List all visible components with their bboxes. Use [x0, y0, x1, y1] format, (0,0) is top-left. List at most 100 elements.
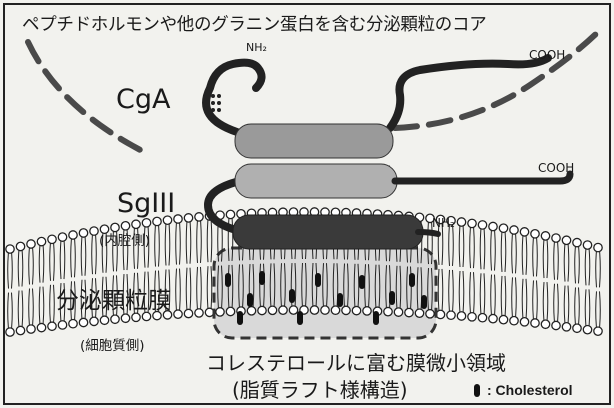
cholesterol-icon	[337, 293, 343, 307]
lipid-head	[552, 234, 560, 242]
lipid-tail	[207, 266, 212, 308]
lipid-head	[531, 230, 539, 238]
lipid-head	[573, 324, 581, 332]
lipid-tail	[449, 270, 454, 311]
lipid-head	[121, 222, 129, 230]
lipid-tail	[18, 250, 23, 286]
lipid-head	[184, 214, 192, 222]
lipid-tail	[81, 237, 86, 276]
cholesterol-legend-label: : Cholesterol	[487, 383, 573, 397]
lipid-tail	[449, 225, 454, 266]
lipid-head	[6, 328, 14, 336]
lipid-head	[258, 306, 266, 314]
sgiii-n-terminal-chain	[418, 232, 438, 234]
lipid-tail	[8, 253, 13, 289]
cholesterol-icon	[409, 273, 415, 287]
lipid-tail	[491, 275, 496, 315]
lipid-tail	[575, 287, 580, 324]
lipid-head	[583, 241, 591, 249]
lipid-head	[58, 321, 66, 329]
cholesterol-icon	[359, 275, 365, 289]
lipid-tail	[197, 221, 202, 263]
lipid-head	[594, 243, 602, 251]
lipid-head	[79, 318, 87, 326]
cholesterol-legend-icon	[474, 384, 480, 397]
lipid-head	[184, 309, 192, 317]
lipid-tail	[186, 268, 191, 310]
lipid-tail	[186, 222, 191, 264]
lipid-head	[583, 325, 591, 333]
lipid-tail	[459, 271, 464, 312]
lipid-head	[510, 226, 518, 234]
lipid-head	[573, 238, 581, 246]
lipid-tail	[438, 269, 443, 310]
lipid-raft-region	[214, 248, 436, 338]
lipid-tail	[596, 291, 601, 327]
cytoplasm-side-label: (細胞質側)	[80, 340, 145, 354]
cholesterol-icon	[225, 273, 231, 287]
lipid-head	[111, 315, 119, 323]
lipid-tail	[459, 226, 464, 267]
granule-core-outline-right	[395, 30, 600, 128]
lipid-tail	[596, 252, 601, 288]
lipid-tail	[501, 276, 506, 316]
lipid-head	[58, 233, 66, 241]
lipid-head	[468, 313, 476, 321]
lipid-head	[489, 314, 497, 322]
lipid-head	[79, 229, 87, 237]
lipid-tail	[533, 238, 538, 277]
diagram-title: ペプチドホルモンや他のグラニン蛋白を含む分泌顆粒のコア	[22, 17, 486, 35]
lipid-head	[394, 308, 402, 316]
lipid-head	[195, 309, 203, 317]
lipid-tail	[480, 229, 485, 269]
lipid-tail	[18, 290, 23, 326]
lipid-head	[16, 326, 24, 334]
lipid-tail	[176, 269, 181, 311]
lipid-raft-label-line1: コレステロールに富む膜微小領域	[206, 353, 506, 373]
lipid-tail	[207, 220, 212, 262]
lipid-raft-label-line2: (脂質ラフト様構造)	[232, 380, 408, 400]
lipid-head	[457, 312, 465, 320]
lipid-head	[90, 227, 98, 235]
lipid-head	[216, 308, 224, 316]
lipid-head	[27, 325, 35, 333]
sgiii-linker-chain	[208, 182, 236, 230]
lipid-head	[174, 310, 182, 318]
lipid-head	[205, 308, 213, 316]
disulfide-bond-icon	[211, 94, 221, 112]
sgiii-nh2-label: NH₂	[432, 217, 455, 229]
lipid-head	[541, 232, 549, 240]
lipid-tail	[480, 273, 485, 313]
granule-membrane-label: 分泌顆粒膜	[56, 290, 171, 313]
lipid-head	[342, 306, 350, 314]
cholesterol-icon	[289, 289, 295, 303]
cga-cooh-label: COOH	[529, 49, 565, 61]
lipid-head	[562, 236, 570, 244]
lipid-tail	[554, 284, 559, 322]
lipid-tail	[197, 267, 202, 309]
cholesterol-icon	[259, 271, 265, 285]
lipid-tail	[155, 225, 160, 266]
cholesterol-icon	[421, 295, 427, 309]
lipid-head	[478, 221, 486, 229]
lipid-head	[520, 228, 528, 236]
lipid-head	[331, 306, 339, 314]
sgiii-lower-domain	[233, 215, 423, 249]
cholesterol-icon	[389, 291, 395, 305]
lipid-head	[48, 322, 56, 330]
lipid-head	[499, 315, 507, 323]
lipid-head	[289, 306, 297, 314]
lipid-head	[352, 306, 360, 314]
cholesterol-icon	[315, 273, 321, 287]
lipid-head	[541, 320, 549, 328]
cholesterol-icon	[297, 311, 303, 325]
lipid-tail	[39, 287, 44, 324]
lipid-head	[121, 314, 129, 322]
lipid-tail	[585, 249, 590, 285]
lipid-head	[552, 321, 560, 329]
lipid-head	[69, 231, 77, 239]
lipid-tail	[522, 236, 527, 275]
lipid-head	[415, 309, 423, 317]
lipid-head	[363, 307, 371, 315]
